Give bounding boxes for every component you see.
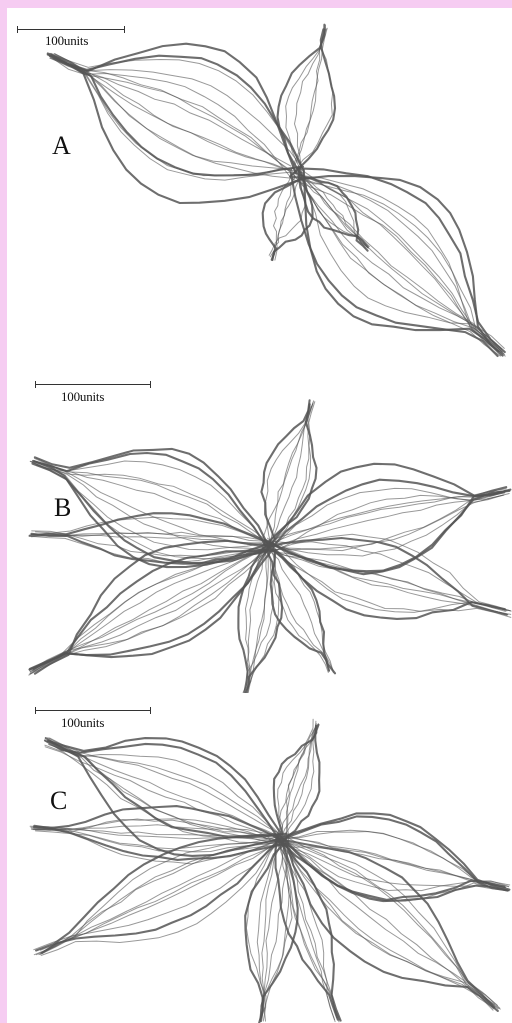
- strand-c: [284, 813, 509, 889]
- panel-a: 100units A: [7, 8, 512, 358]
- panel-b: 100units B: [7, 373, 512, 693]
- strand-a: [55, 54, 302, 173]
- figure: 100units A 100units B 100units C: [7, 8, 512, 1023]
- strand-a: [296, 167, 502, 349]
- strand-a: [298, 175, 498, 351]
- strand-b: [273, 480, 505, 547]
- panel-c: 100units C: [7, 698, 512, 1023]
- network-drawing-c: [7, 698, 512, 1023]
- network-drawing-b: [7, 373, 512, 693]
- strand-c: [286, 719, 313, 838]
- strand-c: [284, 816, 508, 890]
- strand-a: [50, 44, 296, 173]
- strand-a: [263, 180, 299, 260]
- strand-a: [278, 25, 325, 177]
- network-drawing-a: [7, 8, 512, 358]
- strand-b: [30, 513, 275, 545]
